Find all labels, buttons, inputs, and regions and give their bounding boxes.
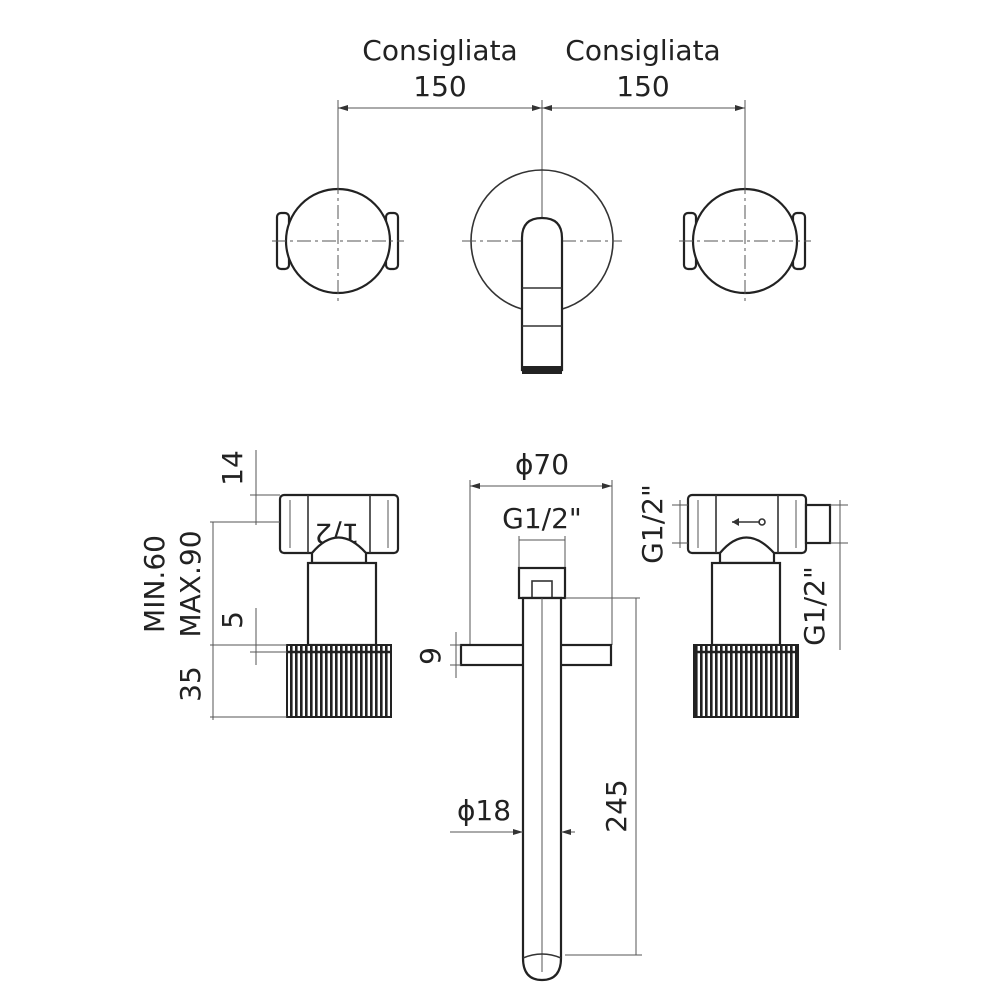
dim-35: 35	[174, 666, 207, 702]
spout-top-view	[462, 169, 622, 374]
right-handle-top-view	[679, 180, 811, 302]
dim-label-right: Consigliata	[565, 34, 720, 67]
dim-value-left: 150	[413, 70, 466, 103]
dim-5: 5	[216, 611, 249, 629]
arrow-marking-icon	[732, 518, 766, 526]
dim-max90: MAX.90	[174, 530, 207, 637]
top-view: Consigliata 150 Consigliata 150	[272, 34, 811, 374]
right-dimensions: G1/2" G1/2"	[636, 484, 848, 650]
left-valve-front-view: 1/2	[278, 493, 400, 718]
left-handle-top-view	[272, 180, 404, 302]
dim-245: 245	[600, 779, 633, 832]
front-view: 1/2 14 MIN.60 MAX.90 5 35 ϕ70	[138, 448, 848, 982]
dim-phi18: ϕ18	[457, 794, 511, 827]
dim-g12-center: G1/2"	[502, 502, 582, 535]
dim-g12-right-lower: G1/2"	[798, 566, 831, 646]
right-valve-front-view	[686, 493, 832, 718]
dim-9: 9	[414, 647, 447, 665]
dim-14: 14	[216, 450, 249, 486]
dim-min60: MIN.60	[138, 535, 171, 633]
dim-phi70: ϕ70	[515, 448, 569, 481]
left-dimensions: 14 MIN.60 MAX.90 5 35	[138, 450, 287, 720]
dim-value-right: 150	[616, 70, 669, 103]
dim-label-left: Consigliata	[362, 34, 517, 67]
dim-g12-right-upper: G1/2"	[636, 484, 669, 564]
spout-front-view: ϕ70 G1/2" 9 245	[414, 448, 642, 982]
